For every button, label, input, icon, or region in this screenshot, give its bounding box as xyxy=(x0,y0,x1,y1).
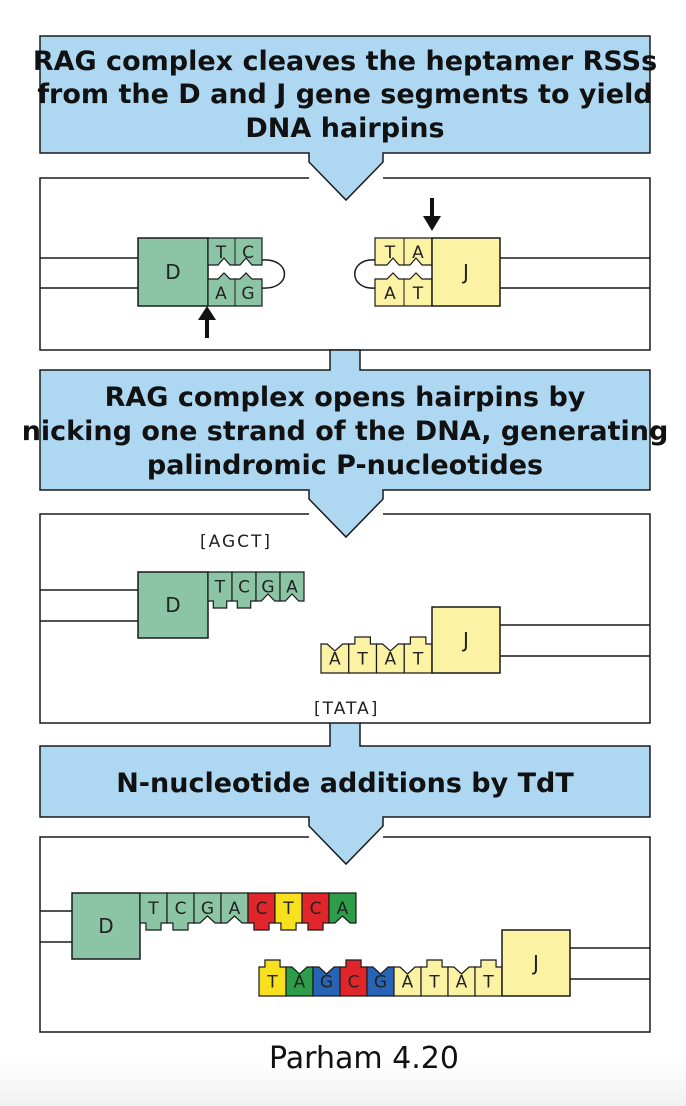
nucleotide-letter: A xyxy=(329,650,341,670)
nucleotide-letter: A xyxy=(385,650,397,670)
nucleotide-letter: T xyxy=(482,973,494,993)
nucleotide-letter: A xyxy=(456,973,468,993)
banner-2-line-1: RAG complex opens hairpins by xyxy=(105,382,586,413)
nucleotide-letter: G xyxy=(261,578,274,598)
nucleotide-letter: A xyxy=(337,899,349,919)
nucleotide-letter: G xyxy=(201,899,214,919)
nucleotide-letter: G xyxy=(374,973,387,993)
d-hairpin-bottom-2: G xyxy=(241,284,254,304)
nucleotide-letter: C xyxy=(310,899,322,919)
cleavage-arrow-down-icon xyxy=(423,198,441,231)
j-segment-box-2 xyxy=(431,606,501,674)
nucleotide-letter: A xyxy=(229,899,241,919)
d-segment-label-3: D xyxy=(98,914,113,938)
banner-2-line-3: palindromic P-nucleotides xyxy=(147,450,543,481)
nucleotide-letter: A xyxy=(286,578,298,598)
d-hairpin-top-2: C xyxy=(242,243,254,263)
j-hairpin-bottom-2: T xyxy=(412,284,424,304)
j-hairpin-top-2: A xyxy=(412,243,424,263)
cleavage-arrow-up-icon xyxy=(198,306,216,338)
banner-2-line-2: nicking one strand of the DNA, generatin… xyxy=(22,416,669,447)
banner-1-line-1: RAG complex cleaves the heptamer RSSs xyxy=(33,46,657,77)
j-segment-box-3 xyxy=(501,929,571,997)
panel-step-1: D T C A G T A xyxy=(39,177,651,351)
banner-step-3: N-nucleotide additions by TdT xyxy=(39,722,651,866)
nucleotide-block xyxy=(328,892,357,924)
nucleotide-block xyxy=(279,571,305,602)
j-p-nucleotide-bracket: [TATA] xyxy=(314,699,379,719)
d-segment-box-3 xyxy=(71,892,141,960)
nucleotide-letter: C xyxy=(256,899,268,919)
nucleotide-letter: T xyxy=(412,650,424,670)
nucleotide-letter: T xyxy=(266,973,278,993)
nucleotide-letter: T xyxy=(214,578,226,598)
j-hairpin-top-1: T xyxy=(384,243,396,263)
nucleotide-letter: T xyxy=(428,973,440,993)
j-segment-label-3: J xyxy=(531,951,539,975)
d-segment-box xyxy=(137,237,209,307)
nucleotide-letter: T xyxy=(282,899,294,919)
nucleotide-letter: C xyxy=(175,899,187,919)
nucleotide-letter: C xyxy=(348,973,360,993)
j-segment-label: J xyxy=(461,260,469,284)
figure-caption: Parham 4.20 xyxy=(269,1041,459,1076)
banner-1-line-2: from the D and J gene segments to yield xyxy=(37,79,652,110)
d-hairpin-top-1: T xyxy=(215,243,227,263)
j-segment-hairpin: T A A T J xyxy=(354,198,650,307)
d-segment-label: D xyxy=(165,260,180,284)
d-segment-hairpin: D T C A G xyxy=(40,237,286,338)
d-segment-box-2 xyxy=(137,571,209,639)
j-segment-box xyxy=(431,237,501,307)
nucleotide-letter: T xyxy=(356,650,368,670)
banner-3-line-1: N-nucleotide additions by TdT xyxy=(116,768,574,799)
nucleotide-letter: C xyxy=(238,578,250,598)
j-hairpin-bottom-1: A xyxy=(384,284,396,304)
j-segment-label-2: J xyxy=(461,628,469,652)
d-hairpin-bottom-1: A xyxy=(215,284,227,304)
banner-1-line-3: DNA hairpins xyxy=(245,113,444,144)
nucleotide-letter: G xyxy=(320,973,333,993)
banner-step-1: RAG complex cleaves the heptamer RSSs fr… xyxy=(33,35,657,202)
d-segment-label-2: D xyxy=(165,593,180,617)
d-p-nucleotide-bracket: [AGCT] xyxy=(200,532,272,552)
nucleotide-letter: A xyxy=(294,973,306,993)
banner-step-2: RAG complex opens hairpins by nicking on… xyxy=(22,349,669,539)
nucleotide-letter: A xyxy=(402,973,414,993)
nucleotide-letter: T xyxy=(147,899,159,919)
